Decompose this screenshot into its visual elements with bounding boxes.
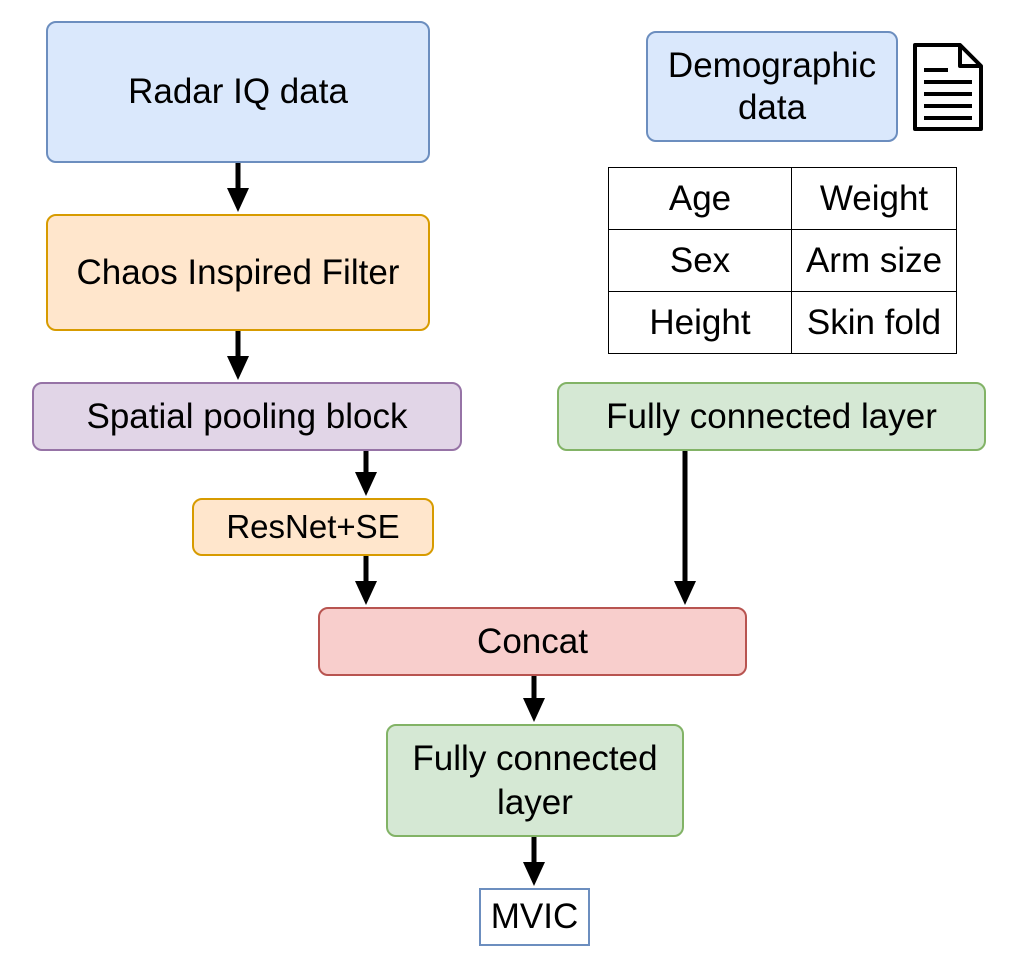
fc-layer-final-label: Fully connected layer <box>412 738 658 822</box>
document-icon <box>913 43 983 131</box>
demographic-data-node: Demographic data <box>646 31 898 142</box>
fc-layer-demographic-node: Fully connected layer <box>557 382 986 451</box>
spatial-pooling-block-node: Spatial pooling block <box>32 382 462 451</box>
table-cell-height: Height <box>608 291 792 354</box>
demographic-attributes-table: Age Weight Sex Arm size Height Skin fold <box>608 167 957 354</box>
fc-layer-final-node: Fully connected layer <box>386 724 684 837</box>
arrow-fc-final-to-mvic <box>523 837 545 886</box>
fc-layer-demographic-label: Fully connected layer <box>606 396 937 436</box>
demographic-data-label: Demographic data <box>667 45 877 127</box>
concat-node: Concat <box>318 607 747 676</box>
radar-iq-data-label: Radar IQ data <box>128 72 348 111</box>
resnet-se-node: ResNet+SE <box>192 498 434 556</box>
table-cell-weight: Weight <box>791 167 957 230</box>
table-row: Age Weight <box>608 167 957 230</box>
mvic-output-node: MVIC <box>479 888 590 946</box>
arrow-resnet-to-concat <box>355 556 377 605</box>
arrow-chaos-to-spatial <box>227 331 249 380</box>
arrow-concat-to-fc-final <box>523 676 545 722</box>
chaos-inspired-filter-label: Chaos Inspired Filter <box>76 252 400 292</box>
mvic-label: MVIC <box>490 897 579 936</box>
spatial-pooling-block-label: Spatial pooling block <box>86 396 408 436</box>
arrow-radar-to-chaos <box>227 163 249 212</box>
table-row: Height Skin fold <box>608 291 957 354</box>
radar-iq-data-node: Radar IQ data <box>46 21 430 163</box>
arrow-spatial-to-resnet <box>355 451 377 496</box>
table-cell-arm-size: Arm size <box>791 229 957 292</box>
table-cell-skin-fold: Skin fold <box>791 291 957 354</box>
table-row: Sex Arm size <box>608 229 957 292</box>
concat-label: Concat <box>477 621 588 661</box>
table-cell-age: Age <box>608 167 792 230</box>
table-cell-sex: Sex <box>608 229 792 292</box>
chaos-inspired-filter-node: Chaos Inspired Filter <box>46 214 430 331</box>
resnet-se-label: ResNet+SE <box>226 508 400 545</box>
arrow-fc-demographic-to-concat <box>674 451 696 605</box>
